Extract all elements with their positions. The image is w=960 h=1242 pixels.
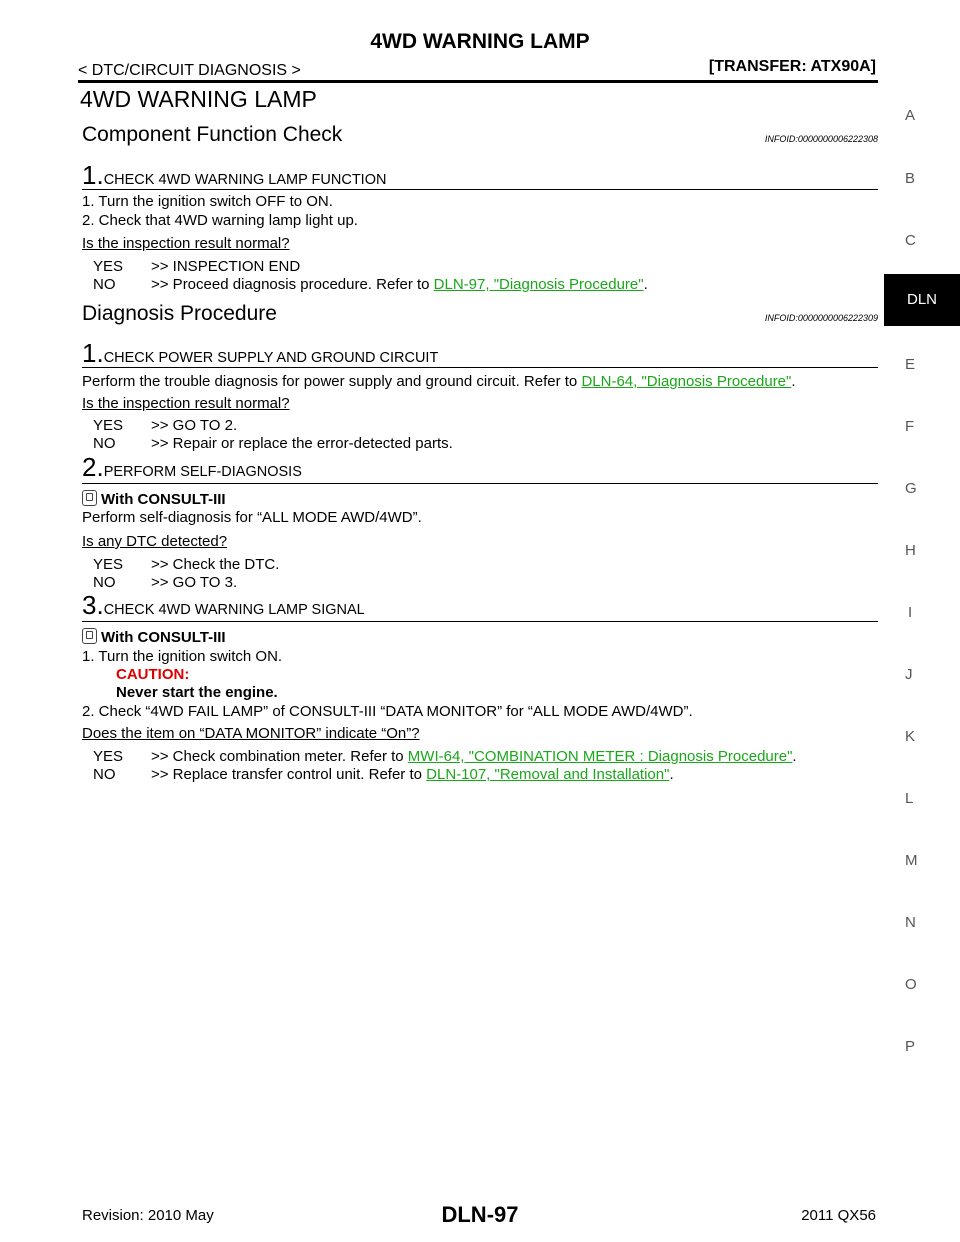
- punct: .: [792, 748, 797, 765]
- ref-link-dln-107[interactable]: DLN-107, "Removal and Installation": [426, 766, 670, 783]
- step-header-dp-2: 2.PERFORM SELF-DIAGNOSIS: [82, 452, 302, 483]
- answer-label: YES: [93, 258, 124, 275]
- step-rule: [82, 483, 878, 484]
- question: Is any DTC detected?: [82, 533, 228, 550]
- header-rule: [78, 80, 878, 83]
- answer-label: YES: [93, 748, 124, 765]
- caution-text: Never start the engine.: [116, 684, 278, 701]
- step-rule: [82, 367, 878, 368]
- answer-text: >> GO TO 3.: [151, 574, 238, 591]
- answer-text: >> Repair or replace the error-detected …: [151, 435, 453, 452]
- with-consult: With CONSULT-III: [82, 628, 226, 646]
- step-header-dp-3: 3.CHECK 4WD WARNING LAMP SIGNAL: [82, 590, 365, 621]
- ref-link-dln-97[interactable]: DLN-97, "Diagnosis Procedure": [433, 276, 644, 293]
- step-header-dp-1: 1.CHECK POWER SUPPLY AND GROUND CIRCUIT: [82, 338, 438, 369]
- answer-text: >> Proceed diagnosis procedure. Refer to: [151, 276, 434, 293]
- side-index-f[interactable]: F: [905, 418, 915, 435]
- with-consult: With CONSULT-III: [82, 490, 226, 508]
- answer-label: NO: [93, 276, 116, 293]
- step-number: 1.: [82, 160, 104, 190]
- question: Is the inspection result normal?: [82, 395, 290, 412]
- with-consult-label: With CONSULT-III: [101, 629, 226, 646]
- page-title: 4WD WARNING LAMP: [80, 86, 317, 112]
- answer-text: >> INSPECTION END: [151, 258, 301, 275]
- side-index-p[interactable]: P: [905, 1038, 916, 1055]
- infoid-cfc: INFOID:0000000006222308: [764, 134, 878, 144]
- answer-yes: YES >> INSPECTION END: [93, 258, 300, 275]
- answer-yes: YES>> Check combination meter. Refer to …: [93, 748, 797, 765]
- answer-text: >> Check combination meter. Refer to: [151, 748, 408, 765]
- paragraph-text: Perform the trouble diagnosis for power …: [82, 373, 582, 390]
- list-item: 1. Turn the ignition switch OFF to ON.: [82, 193, 333, 210]
- question: Does the item on “DATA MONITOR” indicate…: [82, 725, 420, 742]
- answer-text: >> Replace transfer control unit. Refer …: [151, 766, 427, 783]
- step-title: CHECK 4WD WARNING LAMP SIGNAL: [103, 602, 365, 618]
- step-number: 2.: [82, 452, 104, 482]
- step-rule: [82, 621, 878, 622]
- side-index-m[interactable]: M: [905, 852, 918, 869]
- side-index-e[interactable]: E: [905, 356, 916, 373]
- header-model: [TRANSFER: ATX90A]: [708, 58, 876, 75]
- side-index-i[interactable]: I: [908, 604, 913, 621]
- footer-page-number: DLN-97: [441, 1202, 519, 1227]
- answer-yes: YES >> Check the DTC.: [93, 556, 279, 573]
- question: Is the inspection result normal?: [82, 235, 290, 252]
- infoid-dp: INFOID:0000000006222309: [764, 313, 878, 323]
- section-title-cfc: Component Function Check: [82, 123, 343, 146]
- answer-no: NO >> Proceed diagnosis procedure. Refer …: [93, 276, 648, 293]
- answer-no: NO >> GO TO 3.: [93, 574, 237, 591]
- answer-label: YES: [93, 417, 124, 434]
- footer-revision: Revision: 2010 May: [82, 1207, 214, 1224]
- list-item: 2. Check that 4WD warning lamp light up.: [82, 212, 358, 229]
- step-header-cfc-1: 1.CHECK 4WD WARNING LAMP FUNCTION: [82, 160, 386, 191]
- answer-text: >> GO TO 2.: [151, 417, 238, 434]
- side-index-c[interactable]: C: [905, 232, 916, 249]
- ref-link-dln-64[interactable]: DLN-64, "Diagnosis Procedure": [581, 373, 792, 390]
- list-item: 2. Check “4WD FAIL LAMP” of CONSULT-III …: [82, 703, 693, 720]
- side-index-h[interactable]: H: [905, 542, 916, 559]
- consult-icon: [82, 628, 97, 644]
- caution-label: CAUTION:: [116, 666, 190, 683]
- side-index-b[interactable]: B: [905, 170, 916, 187]
- punct: .: [791, 373, 796, 390]
- side-index-j[interactable]: J: [905, 666, 913, 683]
- step-title: CHECK POWER SUPPLY AND GROUND CIRCUIT: [103, 350, 439, 366]
- header-section: < DTC/CIRCUIT DIAGNOSIS >: [78, 62, 301, 79]
- side-index-n[interactable]: N: [905, 914, 916, 931]
- header-title: 4WD WARNING LAMP: [370, 30, 590, 53]
- section-title-dp: Diagnosis Procedure: [82, 302, 277, 325]
- answer-label: NO: [93, 574, 116, 591]
- consult-icon: [82, 490, 97, 506]
- step-title: CHECK 4WD WARNING LAMP FUNCTION: [103, 172, 387, 188]
- ref-link-mwi-64[interactable]: MWI-64, "COMBINATION METER : Diagnosis P…: [407, 748, 793, 765]
- step-number: 3.: [82, 590, 104, 620]
- answer-text: >> Check the DTC.: [151, 556, 280, 573]
- footer-model: 2011 QX56: [801, 1207, 876, 1224]
- side-index-a[interactable]: A: [905, 107, 916, 124]
- side-index-o[interactable]: O: [905, 976, 917, 993]
- list-item: 1. Turn the ignition switch ON.: [82, 648, 283, 665]
- with-consult-label: With CONSULT-III: [101, 491, 226, 508]
- punct: .: [643, 276, 648, 293]
- answer-label: NO: [93, 435, 116, 452]
- step-title: PERFORM SELF-DIAGNOSIS: [103, 464, 302, 480]
- answer-yes: YES >> GO TO 2.: [93, 417, 237, 434]
- step-rule: [82, 189, 878, 190]
- answer-no: NO >> Replace transfer control unit. Refe…: [93, 766, 674, 783]
- punct: .: [669, 766, 674, 783]
- paragraph: Perform the trouble diagnosis for power …: [82, 373, 796, 390]
- step-number: 1.: [82, 338, 104, 368]
- side-index-l[interactable]: L: [905, 790, 914, 807]
- side-index-dln-active[interactable]: DLN: [884, 274, 960, 326]
- side-index-g[interactable]: G: [905, 480, 917, 497]
- answer-label: YES: [93, 556, 124, 573]
- paragraph: Perform self-diagnosis for “ALL MODE AWD…: [82, 509, 422, 526]
- side-index-k[interactable]: K: [905, 728, 916, 745]
- answer-no: NO >> Repair or replace the error-detecte…: [93, 435, 453, 452]
- answer-label: NO: [93, 766, 116, 783]
